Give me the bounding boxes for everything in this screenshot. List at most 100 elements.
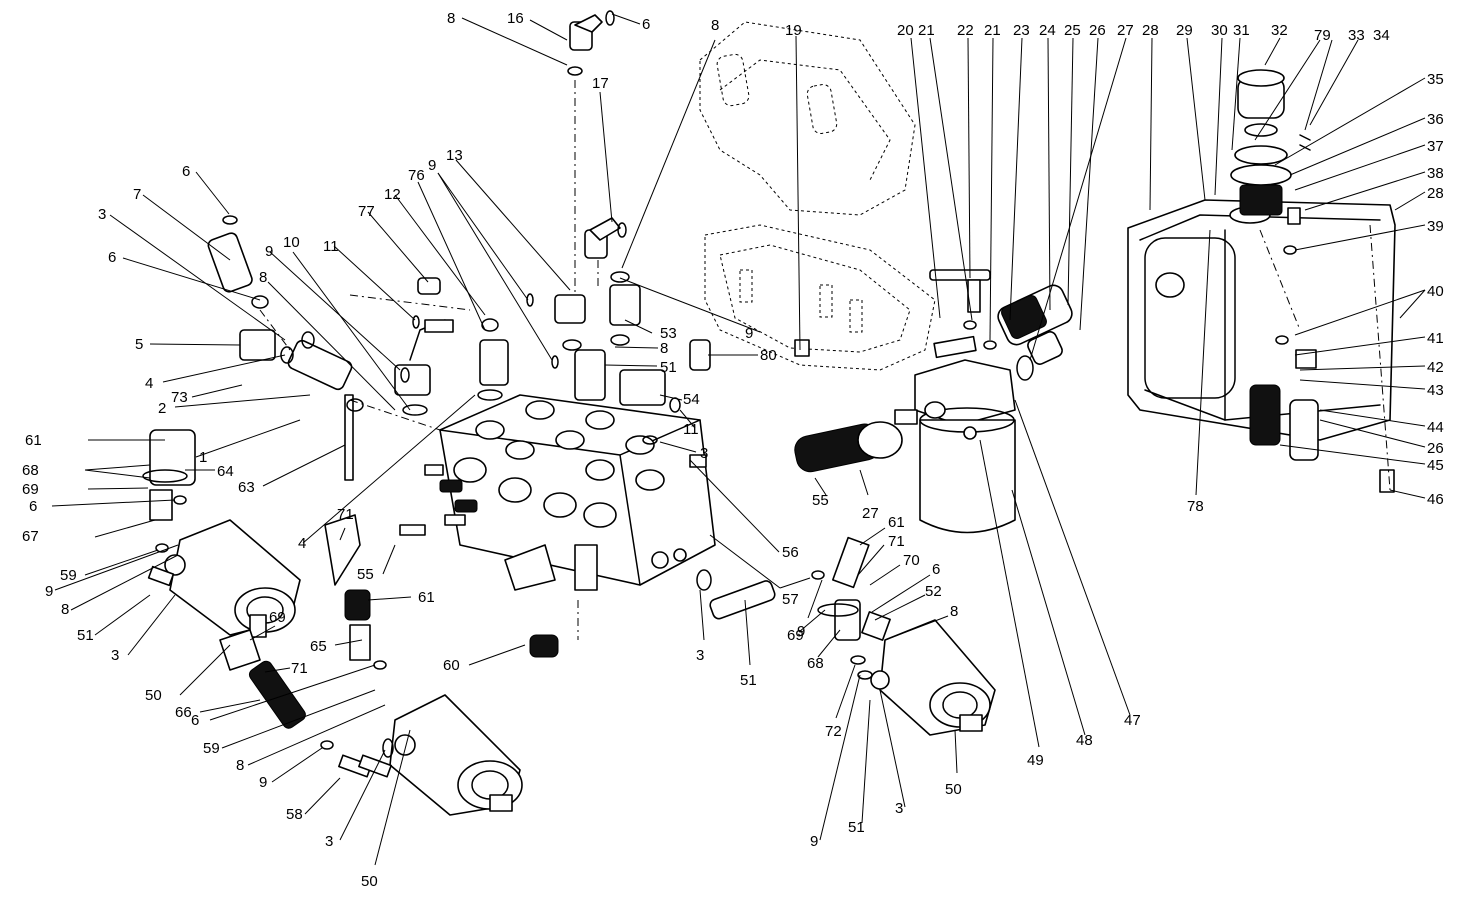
callout-6: 6	[191, 712, 199, 729]
callout-64: 64	[217, 463, 234, 480]
callout-1: 1	[199, 449, 207, 466]
callout-28: 28	[1142, 22, 1159, 39]
callout-23: 23	[1013, 22, 1030, 39]
callout-3: 3	[895, 800, 903, 817]
callout-21: 21	[918, 22, 935, 39]
callout-50: 50	[945, 781, 962, 798]
filter-inlet-fitting	[997, 284, 1073, 365]
return-filter-assembly	[794, 284, 1073, 534]
callout-40: 40	[1427, 283, 1444, 300]
callout-55: 55	[357, 566, 374, 583]
callout-65: 65	[310, 638, 327, 655]
callout-67: 67	[22, 528, 39, 545]
callout-9: 9	[259, 774, 267, 791]
callout-36: 36	[1427, 111, 1444, 128]
callout-16: 16	[507, 10, 524, 27]
callout-27: 27	[1117, 22, 1134, 39]
callout-39: 39	[1427, 218, 1444, 235]
callout-13: 13	[446, 147, 463, 164]
callout-80: 80	[760, 347, 777, 364]
callout-29: 29	[1176, 22, 1193, 39]
callout-46: 46	[1427, 491, 1444, 508]
callout-19: 19	[785, 22, 802, 39]
callout-71: 71	[888, 533, 905, 550]
callout-60: 60	[443, 657, 460, 674]
callout-38: 38	[1427, 165, 1444, 182]
callout-68: 68	[807, 655, 824, 672]
pump-left-lower	[338, 694, 523, 816]
callout-22: 22	[957, 22, 974, 39]
callout-5: 5	[135, 336, 143, 353]
pump-left-upper	[147, 519, 301, 638]
callout-4: 4	[145, 375, 153, 392]
callout-61: 61	[25, 432, 42, 449]
callout-11: 11	[683, 421, 699, 438]
callout-4: 4	[298, 535, 306, 552]
callout-6: 6	[932, 561, 940, 578]
callout-8: 8	[950, 603, 958, 620]
callout-61: 61	[888, 514, 905, 531]
callout-27: 27	[862, 505, 879, 522]
callout-31: 31	[1233, 22, 1250, 39]
callout-24: 24	[1039, 22, 1056, 39]
callout-9: 9	[45, 583, 53, 600]
filler-cap	[1230, 69, 1311, 225]
callout-69: 69	[787, 627, 804, 644]
callout-26: 26	[1089, 22, 1106, 39]
callout-56: 56	[782, 544, 799, 561]
callout-79: 79	[1314, 27, 1331, 44]
control-valve-assembly	[424, 394, 716, 591]
callout-63: 63	[238, 479, 255, 496]
callout-47: 47	[1124, 712, 1141, 729]
callout-3: 3	[696, 647, 704, 664]
callout-51: 51	[77, 627, 94, 644]
callout-44: 44	[1427, 419, 1444, 436]
callout-37: 37	[1427, 138, 1444, 155]
callout-28: 28	[1427, 185, 1444, 202]
callout-78: 78	[1187, 498, 1204, 515]
callout-8: 8	[447, 10, 455, 27]
callout-32: 32	[1271, 22, 1288, 39]
callout-48: 48	[1076, 732, 1093, 749]
callout-61: 61	[418, 589, 435, 606]
pump-right	[870, 619, 996, 736]
callout-6: 6	[29, 498, 37, 515]
callout-3: 3	[325, 833, 333, 850]
callout-69: 69	[269, 609, 286, 626]
callout-9: 9	[265, 243, 273, 260]
callout-6: 6	[642, 16, 650, 33]
callout-51: 51	[740, 672, 757, 689]
leader-lines	[51, 13, 1426, 866]
callout-labels: 8 16 6 8 19 17 20 21 22 21 23 24 25 26 2…	[22, 10, 1444, 890]
callout-9: 9	[428, 157, 436, 174]
callout-8: 8	[61, 601, 69, 618]
valve-spools	[424, 464, 478, 526]
callout-53: 53	[660, 325, 677, 342]
callout-3: 3	[700, 445, 708, 462]
callout-6: 6	[108, 249, 116, 266]
callout-9: 9	[797, 623, 805, 640]
hydraulic-tank	[1127, 199, 1396, 461]
callout-72: 72	[825, 723, 842, 740]
callout-17: 17	[592, 75, 609, 92]
tractor-frame-outline	[699, 21, 936, 371]
callout-35: 35	[1427, 71, 1444, 88]
valve-ports	[453, 400, 665, 528]
callout-55: 55	[812, 492, 829, 509]
callout-49: 49	[1027, 752, 1044, 769]
callout-50: 50	[361, 873, 378, 890]
callout-59: 59	[60, 567, 77, 584]
callout-51: 51	[660, 359, 677, 376]
callout-54: 54	[683, 391, 700, 408]
callout-71: 71	[337, 506, 354, 523]
callout-33: 33	[1348, 27, 1365, 44]
strainers	[1249, 384, 1319, 461]
callout-58: 58	[286, 806, 303, 823]
callout-10: 10	[283, 234, 300, 251]
callout-51: 51	[848, 819, 865, 836]
suction-hose-55	[794, 409, 918, 473]
callout-3: 3	[98, 206, 106, 223]
callout-69: 69	[22, 481, 39, 498]
fittings	[207, 14, 1395, 778]
